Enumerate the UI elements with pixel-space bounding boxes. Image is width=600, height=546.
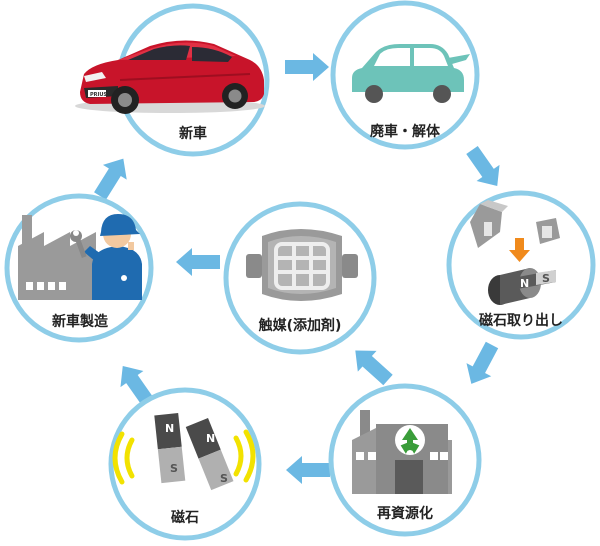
node-new-car: PRIUS 新車 (75, 3, 270, 157)
node-magnet: N S N S 磁石 (108, 387, 262, 541)
magnetic-field-icon (112, 429, 256, 485)
magnet-letter-s: S (542, 272, 550, 285)
arrow-extraction-to-recycling (466, 341, 499, 384)
magnet-letter-n: N (520, 277, 529, 290)
arrow-scrapping-to-extraction (466, 145, 500, 187)
arrow-catalyst-to-manufacturing (176, 248, 220, 276)
down-arrow-icon (509, 238, 530, 262)
catalyst-icon (246, 229, 358, 301)
cycle-arrows (94, 53, 500, 484)
arrow-newcar-to-scrapping (285, 53, 329, 81)
wrench-icon (70, 230, 87, 259)
magnet-1-s-letter: S (170, 462, 178, 475)
factory-worker-icon (18, 214, 142, 300)
arrow-recycling-to-magnet (286, 456, 330, 484)
arrow-recycling-to-catalyst (355, 350, 393, 386)
magnet-2-n-letter: N (206, 432, 215, 445)
label-magnet-extraction: 磁石取り出し (479, 312, 563, 329)
magnet-1-n-letter: N (165, 422, 174, 435)
label-catalyst: 触媒(添加剤) (258, 317, 342, 334)
arrow-magnet-to-manufacturing (120, 365, 154, 407)
recycling-factory-icon (352, 410, 452, 494)
magnet-2-s-letter: S (220, 472, 228, 485)
car-badge-text: PRIUS (90, 92, 107, 98)
node-recycling: 再資源化 (328, 383, 482, 537)
teal-car-icon (352, 44, 470, 103)
red-car-icon: PRIUS (75, 40, 265, 114)
node-scrapping: 廃車・解体 (330, 0, 480, 150)
label-magnet: 磁石 (171, 509, 199, 526)
arrow-manufacturing-to-newcar (94, 158, 127, 200)
label-scrapping: 廃車・解体 (370, 123, 441, 140)
recycle-icon (395, 425, 425, 455)
node-magnet-extraction: N S 磁石取り出し (446, 190, 596, 340)
label-manufacturing: 新車製造 (52, 313, 108, 330)
magnet-icon: N S N S (112, 412, 256, 491)
label-recycling: 再資源化 (377, 505, 433, 522)
magnet-extraction-icon: N S (470, 200, 560, 305)
label-new-car: 新車 (179, 125, 207, 142)
node-catalyst: 触媒(添加剤) (223, 201, 377, 355)
node-manufacturing: 新車製造 (4, 193, 154, 343)
